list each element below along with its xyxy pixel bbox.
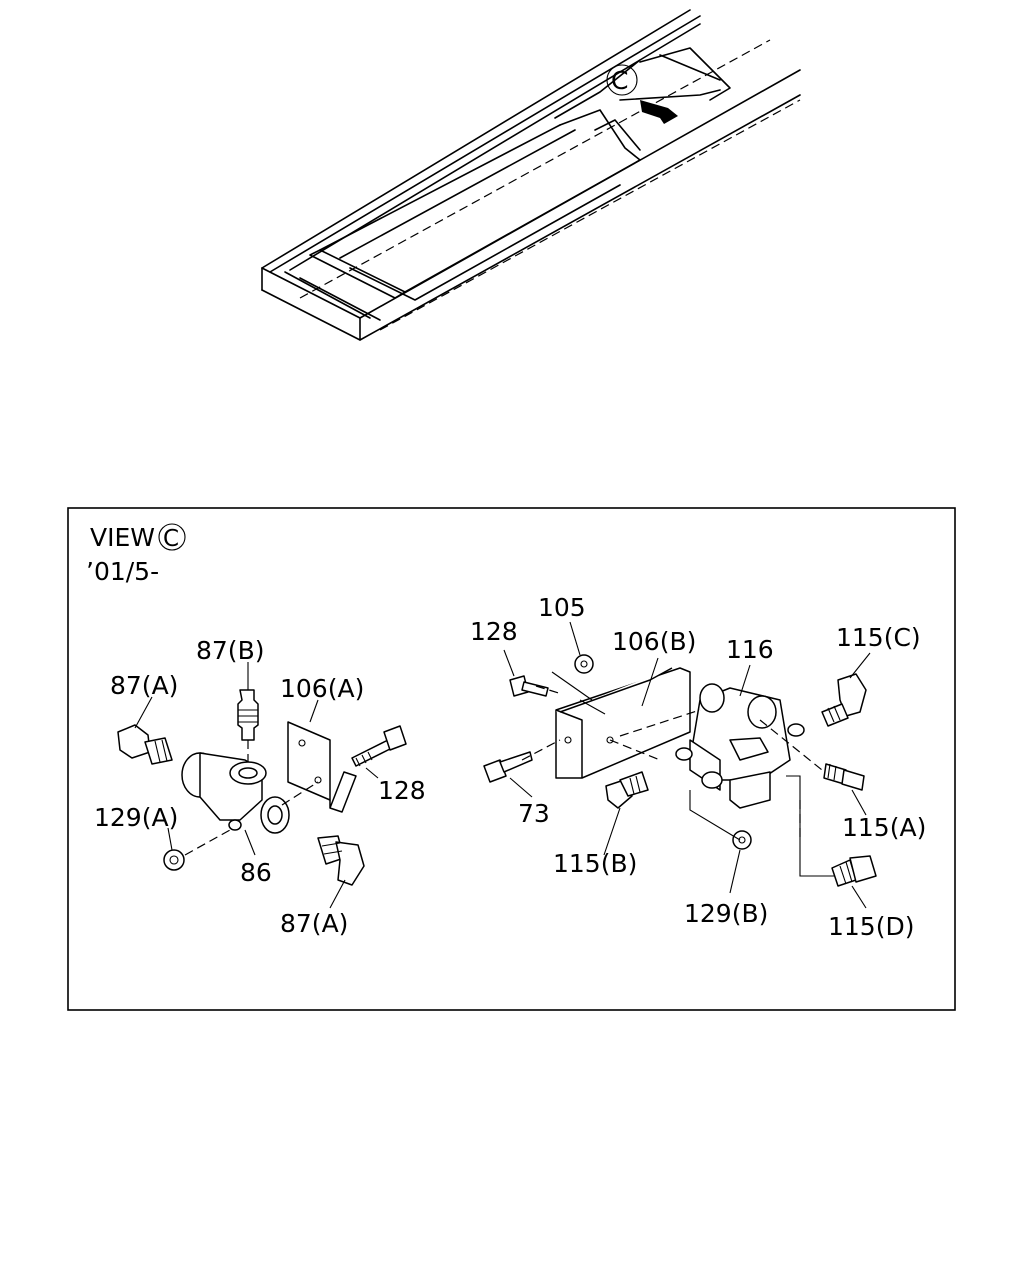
nut-105 (574, 654, 594, 674)
chassis-frame-overview: C (261, 9, 801, 341)
nut-129b (732, 830, 752, 850)
label-87b: 87(B) (196, 636, 264, 665)
right-assembly (483, 621, 877, 909)
fitting-115c (821, 673, 867, 727)
fitting-115d (831, 855, 877, 887)
label-87a-bottom: 87(A) (280, 909, 348, 938)
label-106a: 106(A) (280, 674, 364, 703)
date-code: ’01/5- (86, 557, 159, 586)
label-116: 116 (726, 635, 774, 664)
left-assembly (117, 662, 407, 909)
fitting-87a-upper (117, 724, 173, 765)
label-129a: 129(A) (94, 803, 178, 832)
bracket-106a (287, 721, 357, 813)
bracket-106b (555, 667, 691, 779)
label-106b: 106(B) (612, 627, 696, 656)
bolt-128-left (351, 725, 407, 767)
view-title: VIEW (90, 523, 155, 552)
fitting-87a-lower (317, 835, 365, 886)
fitting-87b (237, 689, 259, 741)
nut-129a (163, 849, 185, 871)
label-105: 105 (538, 593, 586, 622)
callout-c-circle (606, 64, 638, 96)
view-letter: C (163, 526, 179, 552)
fitting-115a (823, 763, 865, 791)
callout-c-letter: C (611, 66, 628, 95)
relay-valve-116 (675, 683, 805, 809)
view-letter-circle (158, 523, 186, 551)
label-86: 86 (240, 858, 272, 887)
label-129b: 129(B) (684, 899, 768, 928)
fitting-115b (605, 771, 649, 809)
bolt-128-right (509, 675, 549, 697)
label-128-left: 128 (378, 776, 426, 805)
label-115d: 115(D) (828, 912, 914, 941)
view-arrow-icon (640, 100, 678, 124)
view-c-frame (67, 507, 956, 1011)
label-115c: 115(C) (836, 623, 921, 652)
label-115a: 115(A) (842, 813, 926, 842)
bolt-73 (483, 751, 533, 783)
label-128-right: 128 (470, 617, 518, 646)
label-115b: 115(B) (553, 849, 637, 878)
tee-body-86 (181, 752, 290, 834)
label-73: 73 (518, 799, 550, 828)
label-87a-top: 87(A) (110, 671, 178, 700)
